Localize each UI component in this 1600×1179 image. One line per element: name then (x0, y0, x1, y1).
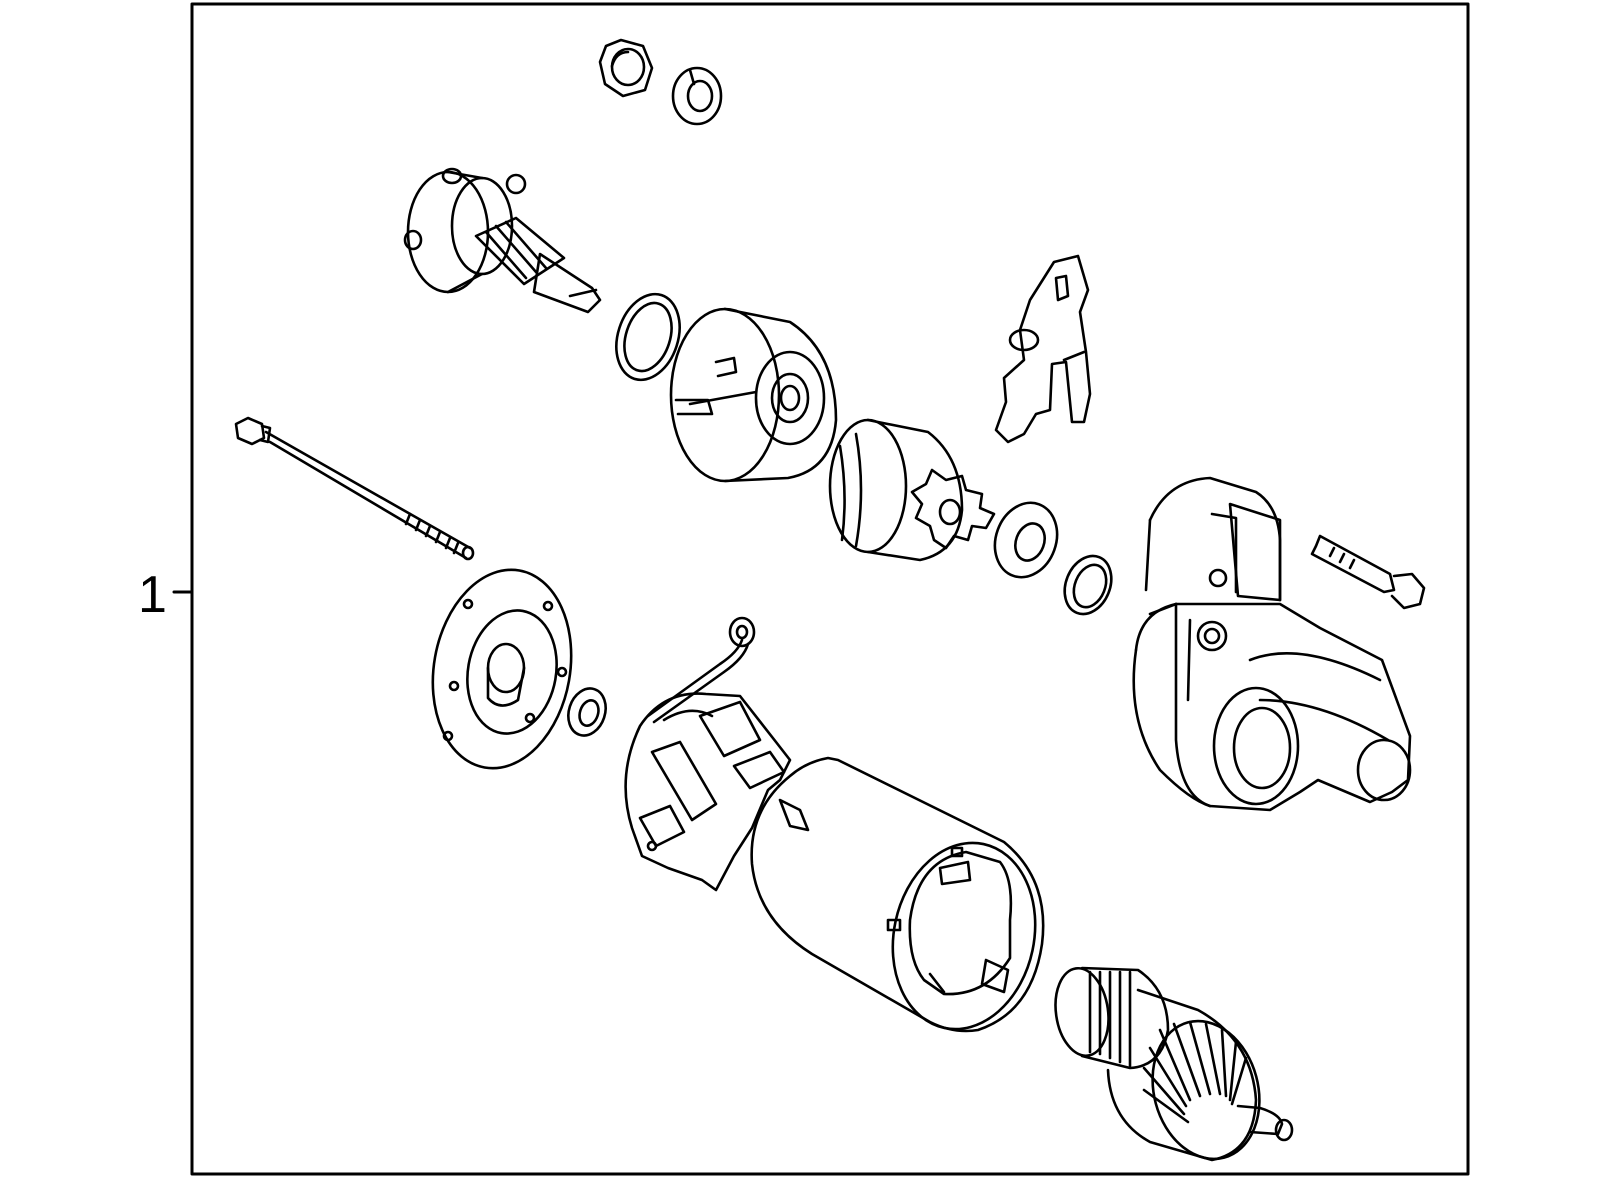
solenoid-switch (1134, 478, 1410, 810)
small-washer (562, 684, 611, 741)
thrust-washer (985, 494, 1067, 586)
brush-holder-assembly (626, 618, 790, 890)
armature (1050, 965, 1292, 1171)
o-ring (606, 286, 690, 388)
through-bolt (236, 418, 473, 559)
drive-shaft-gear (405, 169, 600, 312)
rear-end-plate (418, 559, 587, 780)
yoke-field-frame (752, 758, 1052, 1042)
callout-label-1: 1 (138, 566, 167, 624)
shift-lever (996, 256, 1090, 442)
retaining-ring (1056, 549, 1119, 621)
hex-nut (600, 40, 652, 96)
diagram-frame (192, 4, 1468, 1174)
solenoid-mounting-bolt (1312, 536, 1424, 608)
lock-washer-top (673, 68, 721, 124)
front-housing (671, 309, 836, 481)
overrunning-clutch-pinion (830, 420, 994, 560)
